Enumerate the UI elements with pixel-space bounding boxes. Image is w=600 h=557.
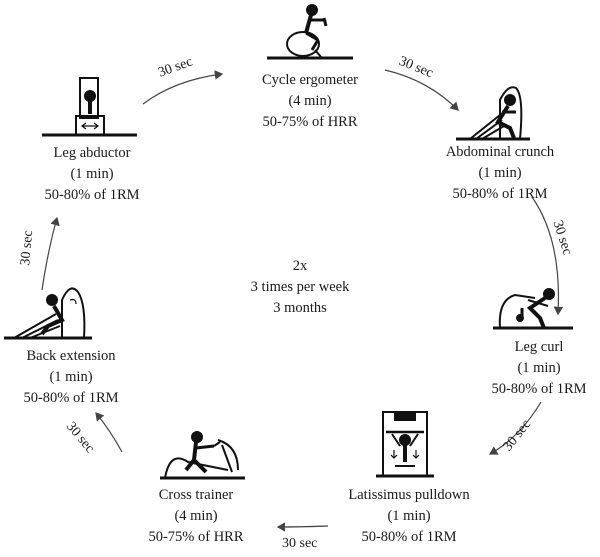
arrow-backext-to-abductor xyxy=(41,216,60,291)
station-duration: (1 min) xyxy=(517,360,561,376)
leg-curl-icon xyxy=(493,288,573,330)
station-name: Abdominal crunch xyxy=(445,144,555,160)
station-duration: (1 min) xyxy=(387,508,431,524)
abdominal-crunch-icon xyxy=(456,86,530,141)
station-intensity: 50-80% of 1RM xyxy=(491,381,587,397)
station-latissimus-pulldown: Latissimus pulldown (1 min) 50-80% of 1R… xyxy=(328,485,490,548)
cycle-ergometer-icon xyxy=(267,4,353,60)
station-duration: (1 min) xyxy=(70,166,114,182)
station-intensity: 50-80% of 1RM xyxy=(452,186,548,202)
station-name: Leg curl xyxy=(514,339,564,355)
frequency-text: 3 times per week xyxy=(250,279,350,295)
circuit-frequency: 2x 3 times per week 3 months xyxy=(225,256,375,319)
rest-label-lat-cross: 30 sec xyxy=(282,536,318,551)
station-cross-trainer: Cross trainer (4 min) 50-75% of HRR xyxy=(128,485,264,548)
station-intensity: 50-75% of HRR xyxy=(262,114,358,130)
station-duration: (4 min) xyxy=(288,93,332,109)
station-duration: (4 min) xyxy=(174,508,218,524)
rest-label-backext-abductor: 30 sec xyxy=(18,229,37,267)
repetitions-text: 2x xyxy=(292,258,308,274)
station-name: Leg abductor xyxy=(53,145,131,161)
station-intensity: 50-75% of HRR xyxy=(148,529,244,545)
arrow-legcurl-to-lat xyxy=(488,401,542,455)
station-intensity: 50-80% of 1RM xyxy=(44,187,140,203)
station-leg-curl: Leg curl (1 min) 50-80% of 1RM xyxy=(478,337,600,400)
station-back-extension: Back extension (1 min) 50-80% of 1RM xyxy=(0,346,142,409)
station-name: Back extension xyxy=(26,348,116,364)
back-extension-icon xyxy=(4,287,92,340)
arrow-cycle-to-abdominal xyxy=(384,69,459,111)
station-cycle-ergometer: Cycle ergometer (4 min) 50-75% of HRR xyxy=(225,70,395,133)
latissimus-pulldown-icon xyxy=(376,411,434,478)
station-intensity: 50-80% of 1RM xyxy=(361,529,457,545)
leg-abductor-icon xyxy=(42,77,137,137)
station-duration: (1 min) xyxy=(49,369,93,385)
station-leg-abductor: Leg abductor (1 min) 50-80% of 1RM xyxy=(28,143,156,206)
station-name: Latissimus pulldown xyxy=(348,487,470,503)
duration-text: 3 months xyxy=(273,300,327,316)
station-duration: (1 min) xyxy=(478,165,522,181)
arrow-cross-to-backext xyxy=(95,412,123,453)
arrow-abductor-to-cycle xyxy=(142,70,224,105)
cross-trainer-icon xyxy=(160,431,245,480)
arrow-abdominal-to-legcurl xyxy=(531,196,564,316)
station-intensity: 50-80% of 1RM xyxy=(23,390,119,406)
arrow-lat-to-cross xyxy=(276,522,329,532)
station-name: Cycle ergometer xyxy=(262,72,358,88)
station-abdominal-crunch: Abdominal crunch (1 min) 50-80% of 1RM xyxy=(420,142,580,205)
station-name: Cross trainer xyxy=(158,487,234,503)
